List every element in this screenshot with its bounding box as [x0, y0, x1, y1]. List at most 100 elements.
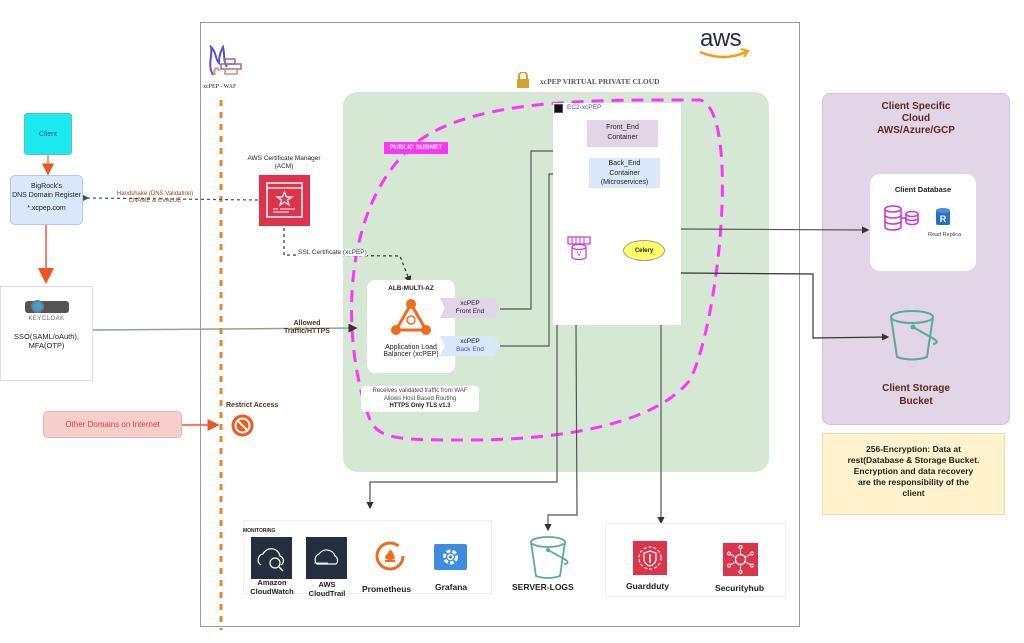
aws-logo: aws [700, 25, 742, 52]
restrict-access-icon [230, 413, 255, 438]
tag-front-line2: Front End [455, 308, 485, 315]
waf-label: xcPEP - WAF [203, 84, 237, 90]
alb-title: ALB-MULTI-AZ [388, 285, 434, 292]
alb-note-line1: Receives validated traffic from WAF [372, 388, 468, 394]
allowed-line1: Allowed [293, 320, 321, 327]
securityhub-icon[interactable] [723, 543, 758, 576]
vpc-lock-icon [516, 71, 530, 88]
cloudtrail-label: AWS CloudTrail [302, 580, 352, 598]
keycloak-logo-text: KEYCLOAK [28, 316, 65, 322]
encryption-line3: Encryption and data recovery [853, 466, 974, 476]
tag-front-line1: xcPEP [460, 300, 480, 307]
vpc-title: xcPEP VIRTUAL PRIVATE CLOUD [540, 77, 660, 86]
tag-back-line1: xcPEP [460, 338, 480, 345]
alb-tag-back[interactable]: xcPEP Back End [440, 336, 500, 356]
allowed-line2: Traffic/HTTPS [284, 328, 330, 335]
server-logs-bucket-icon[interactable] [528, 534, 572, 580]
dns-line1: BigRock's [31, 183, 62, 190]
alb-icon [388, 298, 434, 338]
guardduty-label: Guardduty [626, 581, 669, 591]
keycloak-line1: SSO(SAML/oAuth), [13, 332, 80, 341]
keycloak-node[interactable]: KEYCLOAK SSO(SAML/oAuth), MFA(OTP) [0, 286, 93, 381]
celery-label: Celery [634, 248, 654, 254]
encryption-line5: client [902, 488, 925, 498]
alb-node[interactable]: ALB-MULTI-AZ Application Load Balancer (… [367, 280, 455, 373]
svg-text:V: V [577, 251, 582, 258]
dns-line2: DNS Domain Register [12, 192, 81, 199]
public-subnet-text: PUBLIC SUBNET [389, 144, 443, 151]
back-end-line3: (Microservices) [600, 179, 649, 186]
grafana-icon[interactable] [434, 544, 467, 570]
handshake-label: Handshake (DNS Validation) CNAME & CVALU… [100, 191, 210, 205]
tag-back-line2: Back End [456, 346, 484, 353]
read-replica-icon: R [936, 208, 950, 225]
acm-line2: (ACM) [274, 163, 294, 170]
handshake-line1: Handshake (DNS Validation) [116, 191, 194, 197]
vector-db-icon: V [566, 235, 592, 261]
celery-node[interactable]: Celery [623, 240, 665, 261]
ec2-title: EC2-xcPEP [567, 104, 602, 111]
server-logs-label: SERVER-LOGS [512, 582, 574, 592]
alb-note-line2: Allows Host Based Routing [383, 395, 457, 402]
waf-icon [207, 43, 247, 79]
prometheus-icon[interactable] [375, 541, 405, 571]
alb-line2: Balancer (xcPEP) [383, 351, 439, 358]
guardduty-icon[interactable] [633, 541, 667, 575]
cloudtrail-line1: AWS [318, 580, 336, 589]
database-icon [884, 205, 920, 231]
cloudtrail-line2: CloudTrail [308, 589, 346, 598]
alb-note: Receives validated traffic from WAF Allo… [361, 386, 479, 412]
client-node[interactable]: Client [24, 113, 72, 155]
acm-line1: AWS Certificate Manager [247, 155, 321, 162]
client-bucket-label: Client Storage Bucket [822, 382, 1010, 408]
cloudwatch-label: Amazon CloudWatch [247, 578, 297, 596]
back-end-line1: Back_End [608, 160, 641, 167]
dns-register-node[interactable]: BigRock's DNS Domain Register *.xcpep.co… [10, 175, 83, 225]
cloudwatch-line1: Amazon [257, 578, 287, 587]
monitoring-title: MONITORING [243, 528, 276, 534]
acm-title: AWS Certificate Manager (ACM) [245, 155, 323, 171]
grafana-label: Grafana [435, 582, 468, 592]
security-panel [605, 523, 786, 597]
monitoring-panel [243, 520, 492, 594]
read-replica-label: Read Replica [928, 232, 962, 238]
cloudwatch-icon[interactable] [251, 537, 292, 579]
cloudtrail-icon[interactable] [306, 537, 347, 579]
keycloak-line2: MFA(OTP) [28, 341, 65, 350]
client-bucket-line1: Client Storage [882, 383, 950, 394]
alb-tag-front[interactable]: xcPEP Front End [440, 298, 500, 318]
client-label: Client [39, 130, 57, 138]
front-end-line2: Container [607, 134, 638, 141]
keycloak-icon [24, 300, 69, 313]
encryption-note: 256-Encryption: Data at rest(Database & … [822, 433, 1005, 515]
alb-line1: Application Load [385, 344, 437, 351]
prometheus-label: Prometheus [362, 584, 412, 594]
other-domains-label: Other Domains on Internet [65, 420, 160, 429]
back-end-container[interactable]: Back_End Container (Microservices) [589, 158, 660, 188]
front-end-line1: Front_End [606, 124, 639, 131]
client-cloud-line3: AWS/Azure/GCP [877, 125, 955, 136]
client-cloud-line2: Cloud [901, 113, 931, 124]
front-end-container[interactable]: Front_End Container [587, 120, 658, 147]
acm-icon[interactable] [259, 175, 310, 226]
client-bucket-line2: Bucket [899, 396, 933, 407]
securityhub-label: Securityhub [715, 583, 765, 593]
svg-text:R: R [940, 214, 947, 224]
client-cloud-line1: Client Specific [881, 101, 951, 112]
ec2-chip-icon [554, 104, 563, 113]
allowed-traffic-label: Allowed Traffic/HTTPS [278, 320, 336, 336]
client-cloud-title: Client Specific Cloud AWS/Azure/GCP [822, 101, 1010, 137]
restrict-access-label: Restrict Access [226, 402, 279, 409]
encryption-line1: 256-Encryption: Data at [866, 444, 961, 454]
handshake-line2: CNAME & CVALUE [128, 198, 182, 204]
cloudwatch-line2: CloudWatch [250, 587, 294, 596]
encryption-line4: are the responsibility of the [858, 477, 969, 487]
alb-note-line3: HTTPS Only TLS v1.3 [389, 403, 451, 409]
client-bucket-icon[interactable] [888, 309, 942, 364]
client-database-title: Client Database [894, 185, 952, 194]
encryption-line2: rest(Database & Storage Bucket. [847, 455, 980, 465]
ssl-certificate-label: SSL Certificate (xcPEP) [298, 249, 367, 256]
back-end-line2: Container [609, 169, 640, 177]
public-subnet-label: PUBLIC SUBNET [384, 142, 448, 154]
other-domains-node[interactable]: Other Domains on Internet [43, 411, 182, 438]
